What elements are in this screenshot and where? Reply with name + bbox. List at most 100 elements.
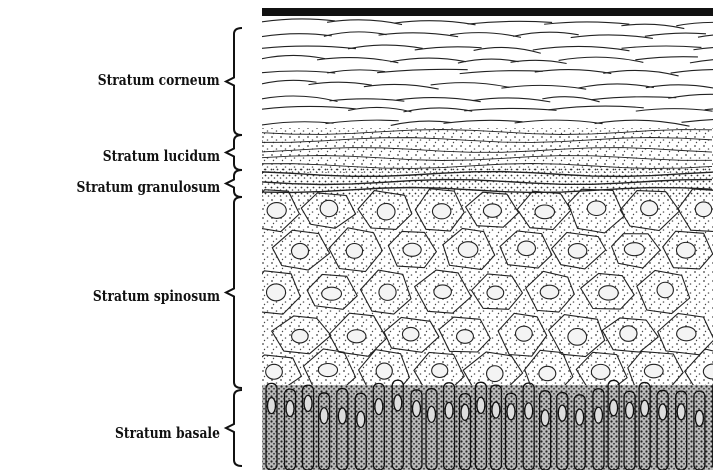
basal-nucleus — [610, 400, 618, 416]
basal-nucleus — [320, 408, 328, 424]
cell-nucleus — [487, 286, 504, 299]
corneum-flake — [348, 107, 411, 111]
basal-nucleus — [445, 402, 453, 418]
corneum-flake — [464, 108, 556, 110]
corneum-flake — [348, 45, 423, 49]
cell-nucleus — [657, 282, 673, 298]
basal-nucleus — [304, 395, 312, 411]
corneum-flake — [559, 57, 644, 62]
corneum-flake — [458, 59, 519, 63]
basal-nucleus — [576, 409, 584, 425]
cell-nucleus — [322, 287, 342, 300]
corneum-flake — [595, 120, 690, 126]
corneum-flake — [646, 85, 713, 90]
corneum-flake — [364, 84, 439, 89]
corneum-flake — [533, 46, 630, 50]
cell-nucleus — [540, 285, 559, 299]
layer-bracket — [226, 135, 242, 170]
corneum-flake — [515, 120, 603, 124]
cell-nucleus — [641, 201, 658, 216]
corneum-flake — [621, 24, 684, 28]
layer-bracket — [226, 390, 242, 466]
corneum-flake — [390, 58, 466, 62]
corneum-flake — [636, 109, 713, 112]
cell-nucleus — [487, 366, 503, 382]
basal-nucleus — [428, 406, 436, 422]
cell-nucleus — [292, 329, 309, 342]
basal-nucleus — [507, 404, 515, 420]
surface-edge — [262, 8, 713, 16]
cell-nucleus — [266, 284, 285, 301]
cell-nucleus — [620, 326, 637, 342]
basal-nucleus — [626, 402, 634, 418]
label-stratum-spinosum: Stratum spinosum — [93, 287, 220, 305]
corneum-flake — [501, 85, 586, 89]
corneum-flake — [549, 106, 644, 110]
layer-bracket — [226, 197, 242, 388]
cell-nucleus — [676, 242, 695, 258]
corneum-flake — [391, 121, 452, 125]
corneum-flake — [535, 70, 612, 74]
layer-bracket — [226, 170, 242, 197]
layer-bracket — [226, 28, 242, 135]
basal-nucleus — [594, 407, 602, 423]
cell-nucleus — [347, 330, 366, 343]
cell-nucleus — [624, 243, 644, 256]
corneum-flake — [578, 84, 654, 88]
cell-nucleus — [320, 200, 338, 216]
corneum-flake — [324, 32, 387, 36]
corneum-flake — [460, 71, 543, 74]
corneum-flake — [258, 71, 335, 73]
basal-nucleus — [357, 411, 365, 427]
label-stratum-lucidum: Stratum lucidum — [103, 147, 220, 165]
corneum-flake — [474, 47, 541, 53]
corneum-flake — [396, 98, 480, 102]
corneum-flake — [693, 47, 713, 51]
corneum-flake — [431, 83, 510, 88]
basal-nucleus — [375, 399, 383, 415]
basal-nucleus — [641, 400, 649, 416]
corneum-flake — [258, 46, 356, 49]
corneum-flake — [258, 122, 334, 126]
cell-nucleus — [695, 202, 711, 217]
cell-nucleus — [434, 285, 452, 299]
corneum-flake — [682, 119, 713, 122]
corneum-flake — [443, 120, 522, 123]
corneum-flake — [513, 32, 579, 36]
cell-nucleus — [599, 286, 618, 300]
corneum-flake — [450, 33, 521, 38]
corneum-flake — [403, 108, 472, 112]
label-stratum-granulosum: Stratum granulosum — [76, 178, 220, 196]
corneum-flake — [511, 60, 567, 63]
cell-nucleus — [457, 330, 474, 344]
corneum-flake — [671, 70, 713, 74]
corneum-flake — [676, 22, 713, 25]
corneum-flake — [592, 97, 677, 100]
basal-nucleus — [525, 403, 533, 419]
basal-nucleus — [286, 401, 294, 417]
corneum-flake — [258, 55, 325, 59]
cell-nucleus — [518, 241, 536, 256]
corneum-flake — [327, 20, 402, 25]
cell-nucleus — [516, 326, 533, 341]
cell-nucleus — [483, 204, 501, 217]
corneum-flake — [603, 70, 678, 76]
corneum-flake — [621, 46, 701, 48]
cell-nucleus — [587, 201, 606, 215]
cell-nucleus — [266, 364, 283, 379]
basal-nucleus — [695, 410, 703, 426]
corneum-flake — [326, 120, 399, 123]
corneum-flake — [258, 106, 356, 109]
corneum-flake — [330, 99, 405, 101]
corneum-flake — [690, 59, 713, 63]
label-stratum-basale: Stratum basale — [115, 424, 220, 442]
corneum-flakes — [258, 19, 713, 126]
corneum-flake — [394, 21, 476, 25]
corneum-flake — [542, 97, 599, 102]
corneum-flake — [473, 98, 551, 102]
corneum-flake — [571, 35, 653, 39]
cell-nucleus — [376, 363, 392, 379]
skin-block — [249, 8, 713, 470]
corneum-flake — [258, 80, 316, 85]
